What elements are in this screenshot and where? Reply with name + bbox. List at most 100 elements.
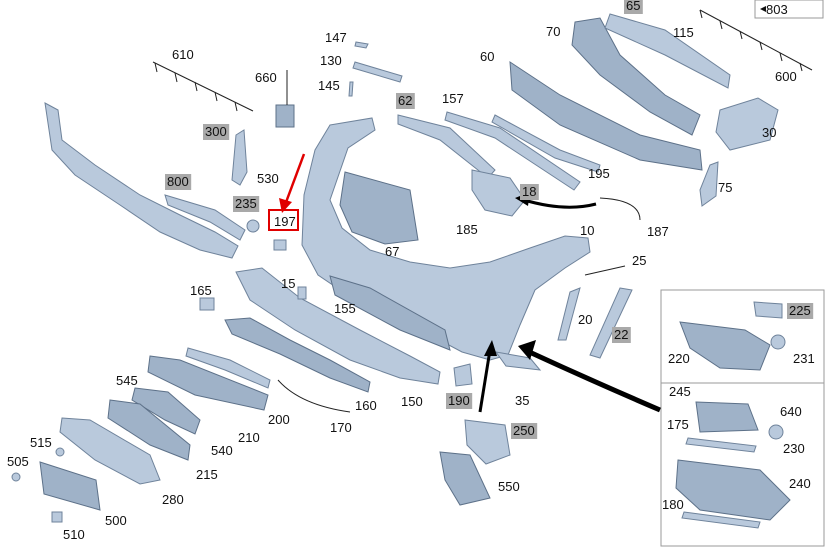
- part-540-panel: [131, 387, 201, 435]
- part-label-157: 157: [442, 91, 464, 106]
- part-label-60: 60: [480, 49, 494, 64]
- part-label-530: 530: [257, 171, 279, 186]
- part-label-240: 240: [789, 476, 811, 491]
- part-70-upper-frame: [571, 17, 701, 136]
- label-bg-225: [787, 303, 814, 319]
- label-bg-22: [612, 327, 631, 343]
- part-240-grille: [675, 459, 791, 521]
- part-label-280: 280: [162, 492, 184, 507]
- highlight-box-197: [268, 209, 299, 231]
- part-label-165: 165: [190, 283, 212, 298]
- part-160-lip: [224, 317, 371, 393]
- part-510-clip: [51, 511, 63, 523]
- part-label-215: 215: [196, 467, 218, 482]
- part-25-rod: [584, 265, 626, 276]
- part-60-beam: [509, 61, 703, 171]
- arrow-803-icon: [760, 6, 766, 12]
- arrowhead-35-icon: [518, 340, 536, 360]
- part-label-175: 175: [667, 417, 689, 432]
- part-165-clip: [199, 297, 215, 311]
- label-bg-62: [396, 93, 415, 109]
- part-225-bracket: [753, 301, 783, 319]
- part-157-trim: [444, 111, 581, 191]
- part-187-wire: [599, 197, 641, 221]
- part-label-197: 197: [274, 214, 296, 229]
- part-18-trim: [471, 169, 526, 217]
- part-label-235: 235: [235, 196, 257, 211]
- part-515-clip: [55, 447, 65, 457]
- part-label-185: 185: [456, 222, 478, 237]
- part-147-clip: [354, 41, 369, 49]
- part-label-545: 545: [116, 373, 138, 388]
- part-22-strip: [589, 287, 633, 359]
- part-660-sensor: [275, 104, 295, 128]
- part-label-225: 225: [789, 303, 811, 318]
- part-label-245: 245: [669, 384, 691, 399]
- part-545-grille: [147, 355, 269, 411]
- part-label-15: 15: [281, 276, 295, 291]
- part-label-660: 660: [255, 70, 277, 85]
- part-label-115: 115: [673, 25, 694, 40]
- label-bg-300: [203, 124, 230, 140]
- part-label-20: 20: [578, 312, 592, 327]
- part-label-150: 150: [401, 394, 423, 409]
- part-245-frame: [695, 401, 759, 433]
- part-label-800: 800: [167, 174, 189, 189]
- part-label-130: 130: [320, 53, 342, 68]
- part-label-230: 230: [783, 441, 805, 456]
- part-label-515: 515: [30, 435, 52, 450]
- part-label-200: 200: [268, 412, 290, 427]
- part-label-550: 550: [498, 479, 520, 494]
- part-505-screw: [11, 472, 21, 482]
- label-bg-800: [165, 174, 192, 190]
- black-arrow-to-18: [523, 198, 597, 209]
- part-231-plug: [770, 334, 786, 350]
- arrowhead-150-icon: [484, 340, 497, 356]
- part-label-600: 600: [775, 69, 797, 84]
- part-label-10: 10: [580, 223, 594, 238]
- part-20-strip: [557, 287, 581, 341]
- label-bg-65: [624, 0, 643, 14]
- label-bg-250: [511, 423, 538, 439]
- part-15-clip: [297, 286, 307, 300]
- part-235-clip: [246, 219, 260, 233]
- part-label-147: 147: [325, 30, 347, 45]
- part-label-250: 250: [513, 423, 535, 438]
- part-200-strip: [185, 347, 271, 389]
- part-label-25: 25: [632, 253, 646, 268]
- part-130-strip: [352, 61, 403, 83]
- part-label-640: 640: [780, 404, 802, 419]
- part-800-trim: [44, 102, 239, 259]
- part-35-trim: [494, 351, 542, 371]
- part-label-155: 155: [334, 301, 356, 316]
- part-label-231: 231: [793, 351, 815, 366]
- part-label-170: 170: [330, 420, 352, 435]
- part-label-500: 500: [105, 513, 127, 528]
- part-300-bracket: [231, 129, 248, 186]
- part-label-210: 210: [238, 430, 260, 445]
- part-label-510: 510: [63, 527, 85, 542]
- part-115-bracket: [604, 13, 731, 89]
- part-label-610: 610: [172, 47, 194, 62]
- part-640-sensor: [768, 424, 784, 440]
- part-175-strip: [685, 437, 757, 453]
- part-label-75: 75: [718, 180, 732, 195]
- part-label-505: 505: [7, 454, 29, 469]
- part-220-grille: [679, 321, 771, 371]
- part-label-195: 195: [588, 166, 610, 181]
- part-150-lower-bumper: [235, 267, 441, 385]
- part-label-300: 300: [205, 124, 227, 139]
- label-bg-190: [446, 393, 473, 409]
- part-280-frame: [59, 417, 161, 485]
- part-195-strip: [491, 114, 601, 173]
- part-label-220: 220: [668, 351, 690, 366]
- part-label-35: 35: [515, 393, 529, 408]
- part-label-62: 62: [398, 93, 412, 108]
- part-label-145: 145: [318, 78, 340, 93]
- label-bg-235: [233, 196, 260, 212]
- box-803: [754, 0, 824, 19]
- part-label-190: 190: [448, 393, 470, 408]
- part-180-strip: [681, 511, 761, 529]
